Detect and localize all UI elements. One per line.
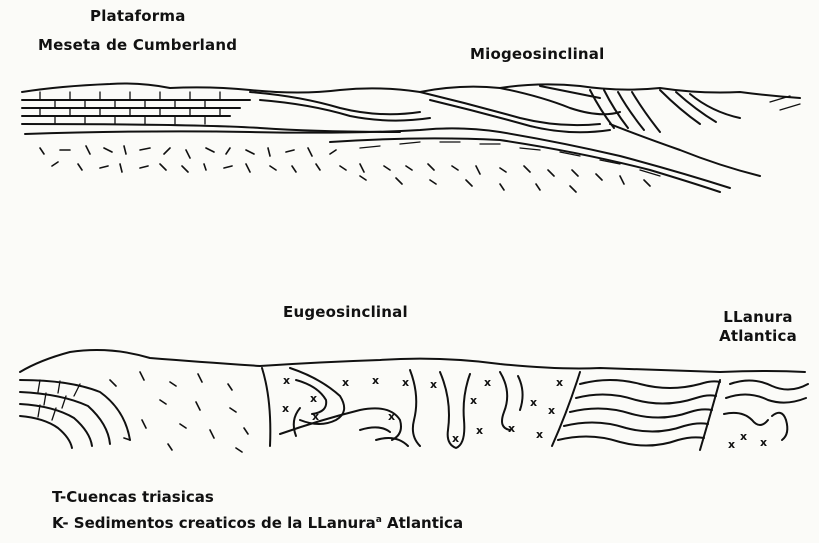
basement-boundary: [25, 128, 730, 192]
legend-k-suffix: Atlantica: [382, 514, 463, 532]
lower-platform-strata: [20, 380, 130, 448]
basin-mark: x: [283, 374, 290, 387]
coastal-plain-line1: LLanura: [706, 308, 810, 327]
upper-surface-profile: [22, 84, 800, 99]
basin-mark: x: [312, 410, 319, 423]
basin-mark: x: [282, 402, 289, 415]
basin-mark: x: [388, 410, 395, 423]
lower-surface-profile: [20, 350, 805, 372]
basin-mark: x: [740, 430, 747, 443]
lower-cross-section: x x x x x x x x x x x x x x x x x x x x …: [0, 340, 819, 470]
eugeosyncline-label: Eugeosinclinal: [283, 303, 408, 321]
legend-item-cretaceous-sediments: K- Sedimentos creaticos de la LLanuraa A…: [52, 514, 463, 532]
basin-mark: x: [310, 392, 317, 405]
basin-mark: x: [548, 404, 555, 417]
basin-mark: x: [470, 394, 477, 407]
coastal-plain-strata: [558, 380, 808, 446]
basin-mark: x: [430, 378, 437, 391]
miogeosyncline-label: Miogeosinclinal: [470, 45, 604, 63]
basin-mark: x: [530, 396, 537, 409]
basin-mark: x: [402, 376, 409, 389]
basin-mark: x: [556, 376, 563, 389]
basin-mark: x: [508, 422, 515, 435]
basin-mark: x: [536, 428, 543, 441]
crystalline-basement-dashes: [40, 146, 650, 192]
eugeosyncline-volcanic-dashes: [110, 372, 248, 452]
upper-cross-section: [0, 70, 819, 200]
platform-strata: [22, 92, 400, 132]
legend-item-triassic-basins: T-Cuencas triasicas: [52, 488, 214, 506]
basin-mark: x: [452, 432, 459, 445]
basin-mark: x: [342, 376, 349, 389]
basin-mark: x: [760, 436, 767, 449]
basin-mark: x: [372, 374, 379, 387]
basin-mark: x: [484, 376, 491, 389]
platform-label: Plataforma: [90, 7, 186, 25]
cumberland-plateau-label: Meseta de Cumberland: [38, 36, 237, 54]
legend-k-text: K- Sedimentos creaticos de la LLanura: [52, 514, 376, 532]
basin-mark: x: [476, 424, 483, 437]
basin-mark: x: [728, 438, 735, 451]
